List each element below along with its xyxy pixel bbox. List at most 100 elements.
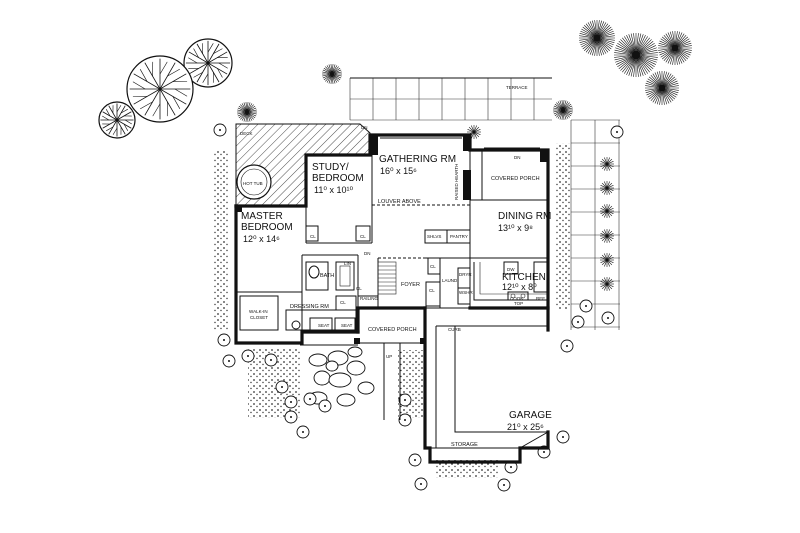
- cook-label: COOK: [510, 296, 523, 301]
- cl-foyer: CL: [430, 264, 436, 269]
- round-shrub: [398, 413, 412, 427]
- dn-kitchen: DN: [364, 251, 371, 256]
- round-shrub: [284, 410, 298, 424]
- tree: [126, 55, 194, 123]
- round-shrub: [213, 123, 227, 137]
- round-shrubs: [213, 123, 624, 492]
- deck-label: DECK: [240, 131, 253, 136]
- up-label: UP: [386, 354, 392, 359]
- round-shrub: [571, 315, 585, 329]
- round-shrub: [408, 453, 422, 467]
- hot-tub-inner: [240, 168, 268, 196]
- starburst-tree: [579, 20, 615, 56]
- spiky-shrub: [600, 204, 614, 218]
- lin-label: LIN: [344, 261, 351, 266]
- storage-label: STORAGE: [451, 442, 478, 448]
- spiky-shrub: [600, 253, 614, 267]
- covered-porch-rear-label: COVERED PORCH: [491, 176, 540, 182]
- top-label: TOP: [514, 301, 523, 306]
- ref-label: REF: [536, 296, 545, 301]
- flagstone: [346, 360, 366, 376]
- garage-dim: 21⁰ x 25⁶: [507, 422, 544, 432]
- seat-left-label: SEAT: [318, 323, 330, 328]
- round-shrub: [284, 395, 298, 409]
- trees-upper-right: [237, 20, 692, 122]
- shrub-bed-left: [213, 150, 229, 330]
- shrub-bed-garage: [436, 460, 498, 478]
- dryr-label: DRYR: [459, 272, 472, 277]
- flagstone: [325, 360, 339, 372]
- round-shrub: [398, 393, 412, 407]
- raised-hearth-label: RAISED HEARTH: [454, 164, 459, 200]
- study-label-2: BEDROOM: [312, 173, 364, 184]
- labels: TERRACE DECK HOT TUB DN STUDY/ BEDROOM 1…: [240, 85, 552, 448]
- dining-label: DINING RM: [498, 211, 551, 222]
- flagstone: [328, 372, 352, 388]
- cl-laund: CL: [429, 288, 435, 293]
- seat-right-label: SEAT: [341, 323, 353, 328]
- master-label-2: BEDROOM: [241, 222, 293, 233]
- starburst-shrub: [553, 100, 573, 120]
- foyer-label: FOYER: [401, 282, 420, 288]
- round-shrub: [414, 477, 428, 491]
- round-shrub: [318, 399, 332, 413]
- flagstone: [313, 370, 331, 386]
- round-shrub: [275, 380, 289, 394]
- walkin-label-1: WALK-IN: [249, 309, 268, 314]
- starburst-tree: [658, 31, 692, 65]
- round-shrub: [296, 425, 310, 439]
- curb-label: CURB: [448, 327, 461, 332]
- flagstone: [308, 353, 328, 367]
- trees-upper-left: [98, 38, 233, 139]
- dining-dim: 13¹⁰ x 9⁸: [498, 223, 533, 233]
- round-shrub: [560, 339, 574, 353]
- wshr-label: WSHR: [459, 290, 473, 295]
- round-shrub: [241, 349, 255, 363]
- garage-label: GARAGE: [509, 410, 552, 421]
- dressing-label: DRESSING RM: [290, 304, 329, 310]
- round-shrub: [303, 392, 317, 406]
- starburst-shrub: [322, 64, 342, 84]
- study-dim: 11⁰ x 10¹⁰: [314, 185, 353, 195]
- master-label-1: MASTER: [241, 211, 283, 222]
- study-label-1: STUDY/: [312, 162, 349, 173]
- gathering-dim: 16⁰ x 15⁶: [380, 166, 417, 176]
- round-shrub: [222, 354, 236, 368]
- starburst-shrub: [237, 102, 257, 122]
- shlvs-label: SHLVS: [427, 234, 441, 239]
- spiky-shrub: [600, 157, 614, 171]
- kitchen-dim: 12¹⁰ x 8⁰: [502, 282, 537, 292]
- tree: [183, 38, 233, 88]
- pantry-label: PANTRY: [450, 234, 468, 239]
- walkin-label-2: CLOSET: [250, 315, 268, 320]
- flagstone: [347, 346, 363, 358]
- round-shrub: [497, 478, 511, 492]
- side-paving: [570, 119, 620, 330]
- bath-label: BATH: [320, 273, 334, 279]
- round-shrub: [556, 430, 570, 444]
- terrace-label: TERRACE: [506, 85, 528, 90]
- louver-label: LOUVER ABOVE: [378, 199, 421, 205]
- covered-porch-front-label: COVERED PORCH: [368, 327, 417, 333]
- spiky-shrub: [600, 229, 614, 243]
- hot-tub-label: HOT TUB: [243, 181, 263, 186]
- terrace-paving: [349, 77, 552, 121]
- laund-label: LAUND: [442, 278, 458, 283]
- round-shrub: [601, 311, 615, 325]
- round-shrub: [610, 125, 624, 139]
- railing-label: RAILING: [360, 296, 379, 301]
- master-dim: 12⁰ x 14⁶: [243, 234, 280, 244]
- kitchen-label: KITCHEN: [502, 272, 546, 283]
- flagstone: [336, 393, 356, 407]
- cl-master: CL: [356, 286, 362, 291]
- gathering-label: GATHERING RM: [379, 154, 456, 165]
- shrub-bed-right: [555, 143, 571, 309]
- round-shrub: [264, 353, 278, 367]
- round-shrub: [217, 333, 231, 347]
- fixtures: [235, 133, 549, 449]
- shrub-bed-front-mid: [398, 350, 426, 418]
- round-shrub: [579, 299, 593, 313]
- starburst-tree: [614, 33, 658, 77]
- dw-label: DW: [507, 267, 515, 272]
